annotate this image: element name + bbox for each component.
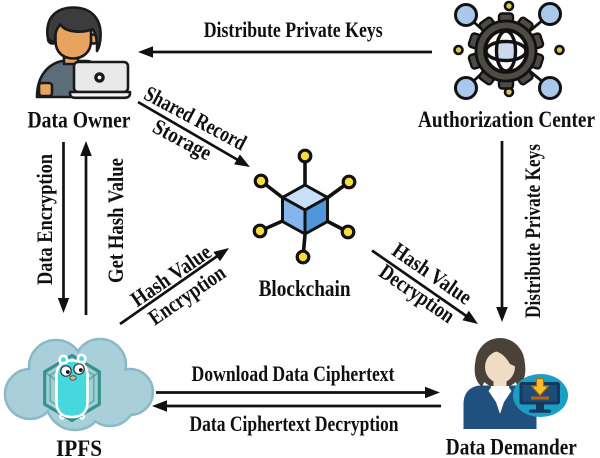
svg-text:Distribute Private Keys: Distribute Private Keys [204,17,383,42]
svg-text:Blockchain: Blockchain [259,276,351,301]
svg-text:Data Owner: Data Owner [28,108,131,133]
svg-text:IPFS: IPFS [56,436,102,458]
svg-text:Download Data Ciphertext: Download Data Ciphertext [192,361,396,386]
svg-text:Data Demander: Data Demander [446,435,577,458]
svg-text:Data Ciphertext Decryption: Data Ciphertext Decryption [190,411,399,436]
svg-text:Get Hash Value: Get Hash Value [103,158,128,283]
svg-text:Authorization Center: Authorization Center [418,107,595,132]
svg-text:Data Encryption: Data Encryption [32,154,57,285]
svg-text:Distribute Private Keys: Distribute Private Keys [520,144,545,318]
